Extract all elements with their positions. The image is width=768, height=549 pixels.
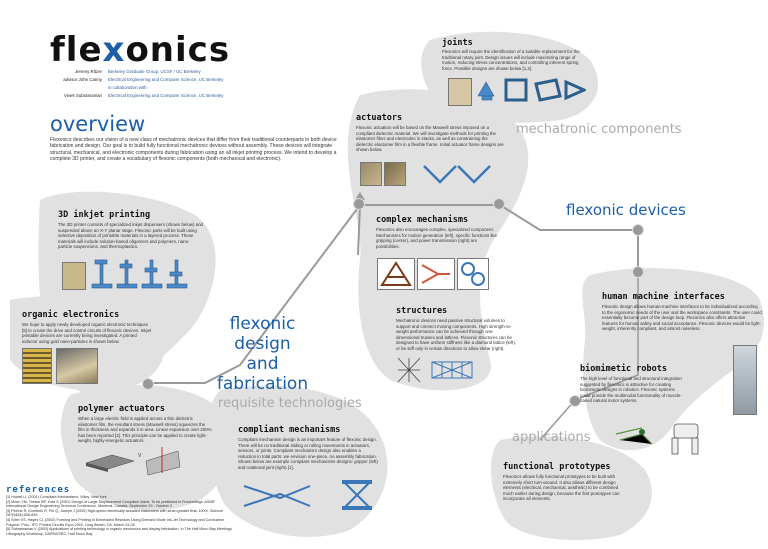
inductor-photo <box>22 348 52 384</box>
reference-item: [3] Pelrine R, Kornbluh R, Pei Q, Joseph… <box>6 508 224 518</box>
requisite-label: requisite technologies <box>218 396 362 411</box>
printer-photo <box>62 262 86 290</box>
flow-node <box>569 395 581 407</box>
flow-node <box>353 198 365 210</box>
hmi-heading: human machine interfaces <box>602 292 725 302</box>
lattice-diagrams <box>397 357 473 383</box>
reference-item: [1] Howell LL (2001) Compliant Mechanism… <box>6 495 107 499</box>
flow-node <box>493 198 505 210</box>
references-heading: references <box>6 485 71 495</box>
reference-item: [4] Sheh XS, Hayes CL (2002) Forming and… <box>6 517 225 527</box>
joints-text: Flexonics will require the identificatio… <box>442 49 580 71</box>
joints-heading: joints <box>442 38 473 48</box>
biomimetic-heading: biomimetic robots <box>580 364 667 374</box>
circuit-photo <box>56 348 98 384</box>
structures-text: Mechatronic devices need passive structu… <box>396 318 516 351</box>
organic-text: We hope to apply newly developed organic… <box>22 322 152 344</box>
flow-node <box>632 224 644 236</box>
flow-node <box>632 266 644 278</box>
biomimetic-text: The high level of functional and structu… <box>580 376 682 403</box>
inkjet-heading: 3D inkjet printing <box>58 210 151 220</box>
actuators-text: Flexonic actuation will be based on the … <box>356 125 504 152</box>
references-section: references [1] Howell LL (2001) Complian… <box>6 485 236 536</box>
compliant-mechanism-diagrams <box>243 480 372 510</box>
reference-item: [2] Moon YM, Trease BP, Kota S (2002) De… <box>6 499 215 509</box>
complex-heading: complex mechanisms <box>376 215 469 225</box>
functional-text: Flexonics allows fully functional protot… <box>503 474 620 501</box>
reference-item: [5] Subramanian V (2003) Applications of… <box>6 527 232 536</box>
flexonics-logo: flexonics <box>50 30 231 70</box>
mechatronic-label: mechatronic components <box>516 122 682 137</box>
flow-node <box>142 378 154 390</box>
joint-photo <box>448 78 472 106</box>
polymer-film-diagram: V <box>85 447 181 476</box>
printer-diagrams <box>91 259 188 289</box>
actuators-heading: actuators <box>356 113 403 123</box>
robot-photo <box>733 345 757 415</box>
functional-heading: functional prototypes <box>503 462 611 472</box>
polymer-heading: polymer actuators <box>78 404 165 414</box>
overview-heading: overview <box>50 112 146 136</box>
compliant-heading: compliant mechanisms <box>238 425 341 435</box>
joint-diagrams <box>477 78 586 102</box>
polymer-text: When a large electric field is applied a… <box>78 416 212 443</box>
mechanism-gripper-diagram <box>417 258 455 290</box>
actuator-photo-1 <box>360 162 382 186</box>
devices-heading: flexonic devices <box>566 201 686 219</box>
organic-heading: organic electronics <box>22 310 120 320</box>
hmi-text: Flexonic design allows human-machine int… <box>602 304 762 331</box>
mechanism-motion-diagram <box>377 258 415 290</box>
compliant-text: Compliant mechanism design is an importa… <box>238 437 378 470</box>
actuator-frame-diagrams <box>423 165 491 184</box>
overview-text: Flexonics describes our vision of a new … <box>50 137 337 162</box>
mechanism-transmission-diagram <box>457 258 489 290</box>
actuator-photo-2 <box>384 162 406 186</box>
robot-images <box>615 423 699 455</box>
applications-label: applications <box>512 430 591 445</box>
inkjet-text: The 3D printer consists of specialized i… <box>58 222 203 249</box>
svg-text:V: V <box>138 453 142 459</box>
complex-text: Flexonics also encourages complex, speci… <box>376 227 498 249</box>
structures-heading: structures <box>396 306 448 316</box>
